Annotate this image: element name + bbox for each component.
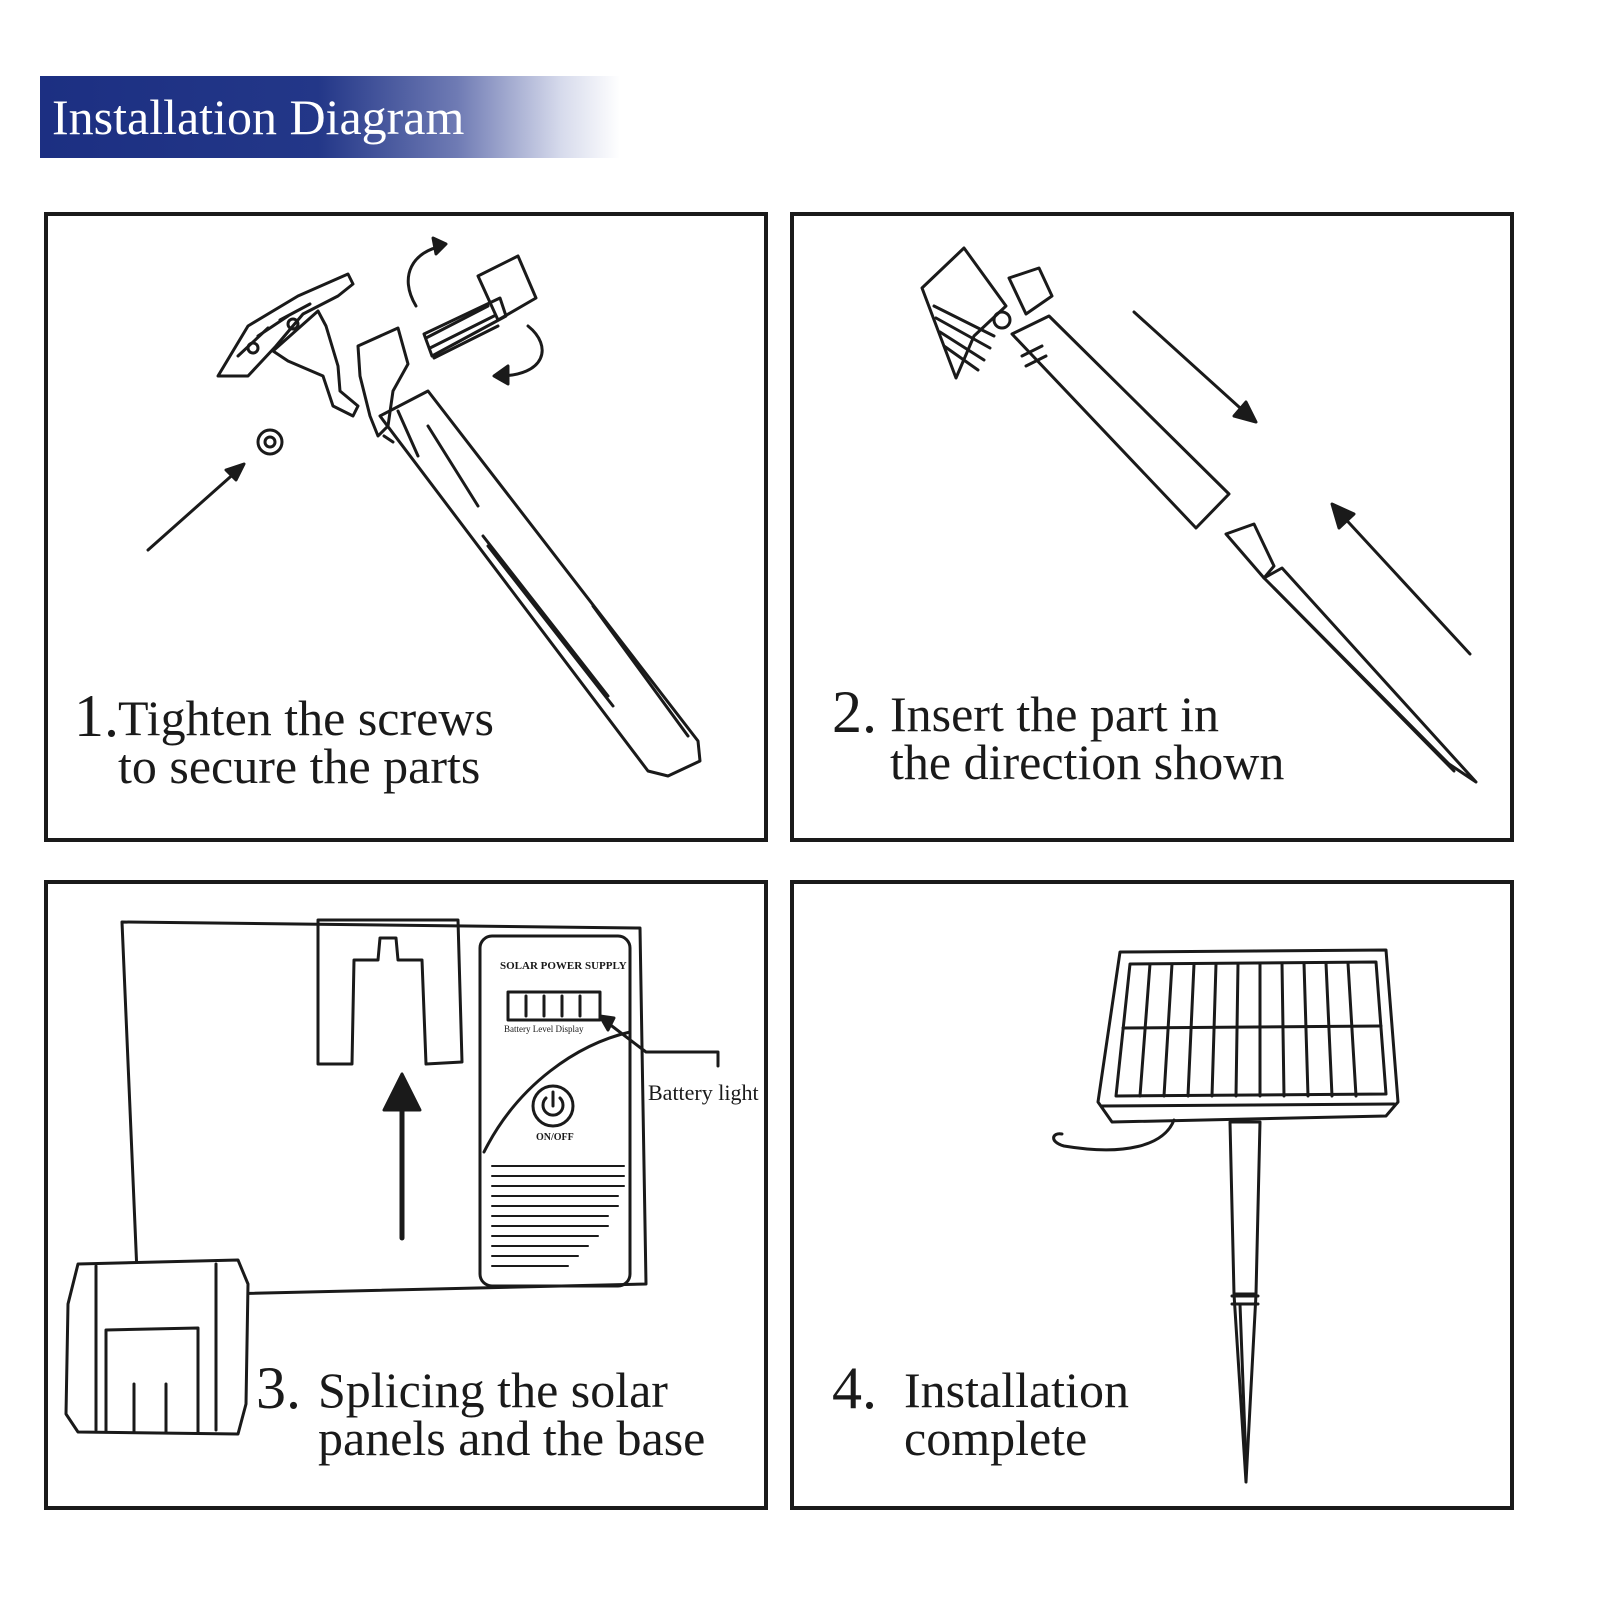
step-1-panel: 1. Tighten the screws to secure the part… — [44, 212, 768, 842]
arrow-up — [1337, 510, 1472, 656]
on-off-text: ON/OFF — [536, 1132, 574, 1143]
step-number: 3. — [256, 1355, 301, 1421]
base-clip — [64, 1258, 250, 1436]
stake-line — [1238, 1302, 1248, 1466]
step-2-panel: 2. Insert the part in the direction show… — [790, 212, 1514, 842]
power-symbol — [541, 1090, 565, 1117]
arrow-up-head — [382, 1072, 422, 1112]
pole-mark — [382, 434, 395, 444]
frame-edge — [1100, 1102, 1396, 1108]
diagram-title: Installation Diagram — [52, 89, 465, 145]
step-1-illustration — [146, 236, 702, 778]
pole-stripe-2 — [486, 544, 615, 708]
step-number: 1. — [74, 683, 119, 749]
cell-col-2 — [1162, 962, 1174, 1098]
pole-stripe — [481, 534, 610, 698]
screw-shaft — [422, 296, 508, 358]
step-3-panel: SOLAR POWER SUPPLY Battery Level Display… — [44, 880, 768, 1510]
nut-hole — [263, 435, 277, 449]
cell-col-8 — [1302, 961, 1310, 1098]
cell-col-10 — [1346, 961, 1358, 1098]
header-banner: Installation Diagram — [40, 76, 620, 158]
pole-line-2 — [426, 424, 480, 508]
product-label — [478, 934, 632, 1288]
cell-col-4 — [1210, 962, 1218, 1098]
step-line-2: to secure the parts — [118, 738, 481, 794]
bracket-hole — [246, 341, 260, 355]
spike-top — [1224, 522, 1276, 580]
step-line-1: Splicing the solar — [318, 1362, 668, 1418]
step-line-2: complete — [904, 1410, 1088, 1466]
label-curve — [482, 1030, 632, 1154]
rotate-arrow-bottom-head — [492, 364, 510, 386]
power-button-icon — [531, 1084, 575, 1128]
battery-level-text: Battery Level Display — [504, 1024, 584, 1034]
clip-screw — [992, 310, 1012, 330]
solar-panel-cells — [1114, 960, 1388, 1098]
stake-spike — [1232, 1292, 1258, 1484]
upper-tube — [1010, 314, 1231, 530]
arrow-up-head — [1330, 502, 1356, 530]
panel-back — [120, 920, 648, 1298]
step-3-illustration — [64, 918, 720, 1436]
spike-line — [1272, 586, 1456, 773]
tube-band-2 — [1024, 354, 1048, 368]
clip-teeth — [932, 304, 996, 372]
cell-col-9 — [1324, 961, 1334, 1098]
arrow-to-nut — [146, 468, 240, 552]
rotate-arrow-top-head — [431, 236, 448, 256]
step-line-2: panels and the base — [318, 1410, 706, 1466]
step-number: 2. — [832, 679, 877, 745]
bracket-plate — [216, 272, 355, 378]
battery-light-label: Battery light — [648, 1080, 759, 1105]
step-number: 4. — [832, 1355, 877, 1421]
clip-head — [920, 246, 1008, 380]
label-title-text: SOLAR POWER SUPPLY — [500, 960, 627, 972]
pole-line — [396, 409, 420, 458]
cable — [1052, 1118, 1176, 1152]
step-4-illustration — [1052, 948, 1400, 1484]
step-line-1: Insert the part in — [890, 686, 1220, 742]
step-2-illustration — [920, 246, 1478, 784]
cell-row-divider — [1121, 1024, 1383, 1030]
solar-panel-frame — [1096, 948, 1400, 1124]
pointer-head — [598, 1014, 616, 1032]
arrow-down-head — [1232, 400, 1258, 424]
screw-head — [476, 254, 538, 322]
cell-col — [1138, 962, 1152, 1098]
rotate-arrow-top — [406, 244, 445, 308]
clip-knob — [1007, 266, 1054, 316]
step-line-1: Tighten the screws — [118, 690, 494, 746]
arrow-down — [1132, 310, 1251, 418]
tube-band — [1020, 344, 1044, 358]
cell-col-7 — [1280, 961, 1286, 1098]
panel-slot — [316, 918, 464, 1066]
arrow-head — [224, 462, 246, 482]
battery-light-pointer — [602, 1018, 720, 1068]
nut-icon — [256, 428, 284, 456]
cell-col-5 — [1234, 962, 1240, 1098]
stake-pole — [1228, 1120, 1262, 1296]
screw-thread — [424, 304, 500, 360]
base-clip-slot — [104, 1326, 200, 1434]
pole-body — [378, 389, 702, 778]
cell-col-3 — [1186, 962, 1196, 1098]
bracket-neck — [271, 309, 360, 418]
step-line-2: the direction shown — [890, 734, 1285, 790]
battery-level-icon — [506, 990, 602, 1022]
spike-body — [1262, 566, 1478, 784]
step-4-panel: 4. Installation complete — [790, 880, 1514, 1510]
step-line-1: Installation — [904, 1362, 1129, 1418]
rotate-arrow-bottom — [496, 324, 544, 378]
bracket-hole-2 — [286, 317, 300, 331]
pole-stripe-3 — [591, 604, 690, 738]
